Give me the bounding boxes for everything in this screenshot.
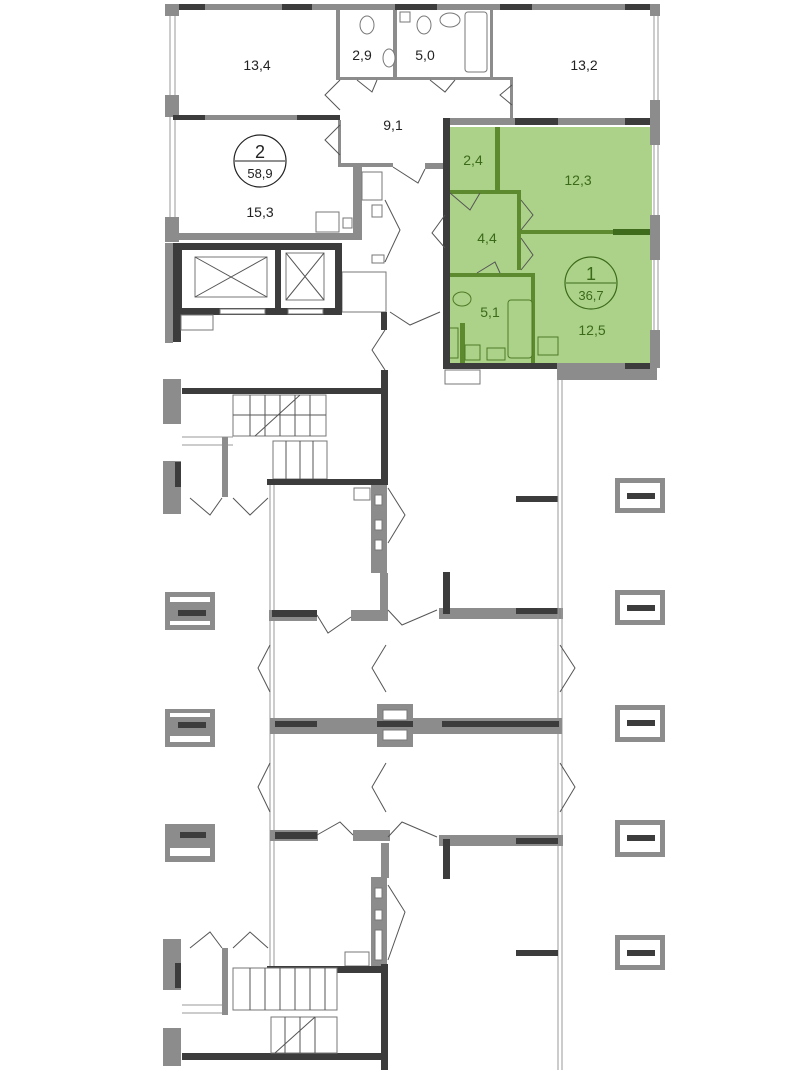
apartment-2-badge[interactable]: 2 58,9 <box>233 134 287 188</box>
stairs-bottom <box>182 967 338 1054</box>
room-area-label: 5,0 <box>415 47 435 63</box>
stairs-top <box>182 394 328 480</box>
room-area-label: 12,3 <box>564 172 591 188</box>
room-area-label: 2,4 <box>463 152 483 168</box>
room-area-label: 9,1 <box>383 117 403 133</box>
room-area-label: 13,4 <box>243 57 270 73</box>
apartment-total-area: 58,9 <box>247 166 272 181</box>
apartment-1[interactable] <box>445 127 652 364</box>
room-area-label: 12,5 <box>578 322 605 338</box>
room-area-label: 4,4 <box>477 230 497 246</box>
room-area-label: 5,1 <box>480 304 500 320</box>
apartment-number: 1 <box>586 264 596 284</box>
room-area-label: 2,9 <box>352 47 372 63</box>
apartment-number: 2 <box>255 142 265 162</box>
room-area-label: 13,2 <box>570 57 597 73</box>
elevator-block <box>165 243 342 343</box>
room-area-label: 15,3 <box>246 204 273 220</box>
apartment-total-area: 36,7 <box>578 288 603 303</box>
facade-elements <box>165 478 665 970</box>
apartment-1-badge[interactable]: 1 36,7 <box>564 256 618 310</box>
